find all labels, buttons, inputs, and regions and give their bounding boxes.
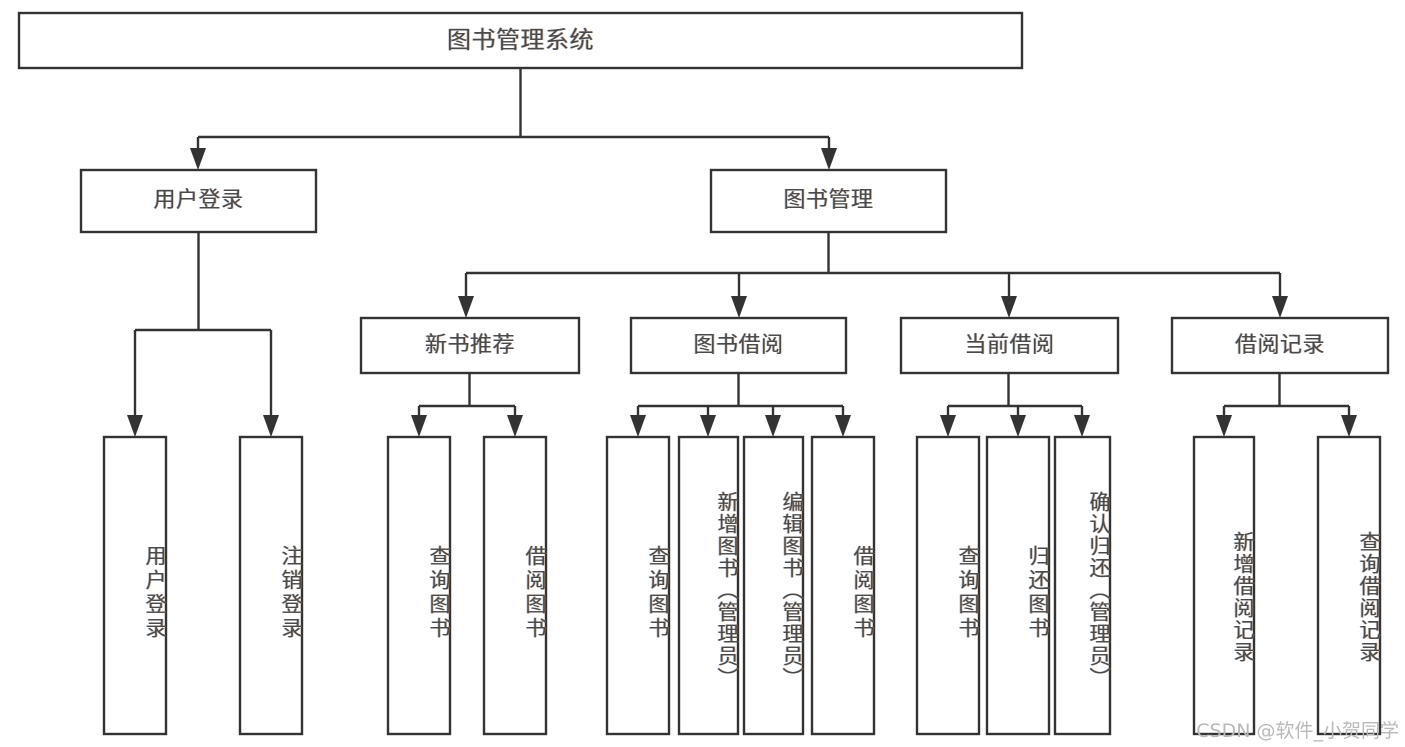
arrowhead-bm-to-current-borrow — [1001, 296, 1017, 318]
node-box-leaf-user-logout[interactable] — [238, 435, 304, 736]
node-box-leaf-query-borrow-record[interactable] — [1316, 435, 1382, 736]
node-box-leaf-borrow-book[interactable] — [810, 435, 876, 736]
arrowhead-user-login-leaf1 — [127, 415, 143, 437]
node-box-root[interactable] — [17, 11, 1024, 70]
arrowhead-cb-leaf2 — [1010, 415, 1026, 437]
arrowhead-cb-leaf1 — [940, 415, 956, 437]
arrowhead-br-leaf2 — [1341, 415, 1357, 437]
arrowhead-bm-to-borrow-record — [1272, 296, 1288, 318]
arrowhead-nbr-leaf2 — [507, 415, 523, 437]
arrowhead-bb-leaf2 — [700, 415, 716, 437]
node-box-borrow-record[interactable] — [1170, 316, 1390, 375]
arrowhead-root-to-user-login — [190, 148, 206, 170]
node-box-user-login[interactable] — [79, 168, 318, 234]
node-box-book-borrow[interactable] — [629, 316, 848, 375]
arrowhead-nbr-leaf1 — [411, 415, 427, 437]
node-box-leaf-query-book-borrow[interactable] — [605, 435, 671, 736]
node-box-book-manage[interactable] — [709, 168, 948, 234]
node-box-leaf-confirm-return[interactable] — [1053, 435, 1112, 736]
arrowhead-bm-to-new-book — [458, 296, 474, 318]
node-box-current-borrow[interactable] — [899, 316, 1120, 375]
node-box-leaf-user-login[interactable] — [102, 435, 168, 736]
node-box-leaf-add-book[interactable] — [677, 435, 740, 736]
node-box-leaf-borrow-book-recommend[interactable] — [482, 435, 548, 736]
arrowhead-user-login-leaf2 — [263, 415, 279, 437]
node-box-leaf-edit-book[interactable] — [742, 435, 805, 736]
arrowhead-bm-to-book-borrow — [731, 296, 747, 318]
node-box-new-book-recommend[interactable] — [359, 316, 581, 375]
node-box-leaf-add-borrow-record[interactable] — [1192, 435, 1256, 736]
node-box-leaf-query-book-current[interactable] — [915, 435, 981, 736]
arrowhead-bb-leaf1 — [630, 415, 646, 437]
arrowhead-bb-leaf4 — [835, 415, 851, 437]
arrowhead-cb-leaf3 — [1074, 415, 1090, 437]
arrowhead-root-to-book-manage — [821, 148, 837, 170]
arrowhead-br-leaf1 — [1216, 415, 1232, 437]
node-box-leaf-query-book-recommend[interactable] — [386, 435, 452, 736]
arrowhead-bb-leaf3 — [765, 415, 781, 437]
node-box-leaf-return-book[interactable] — [985, 435, 1051, 736]
